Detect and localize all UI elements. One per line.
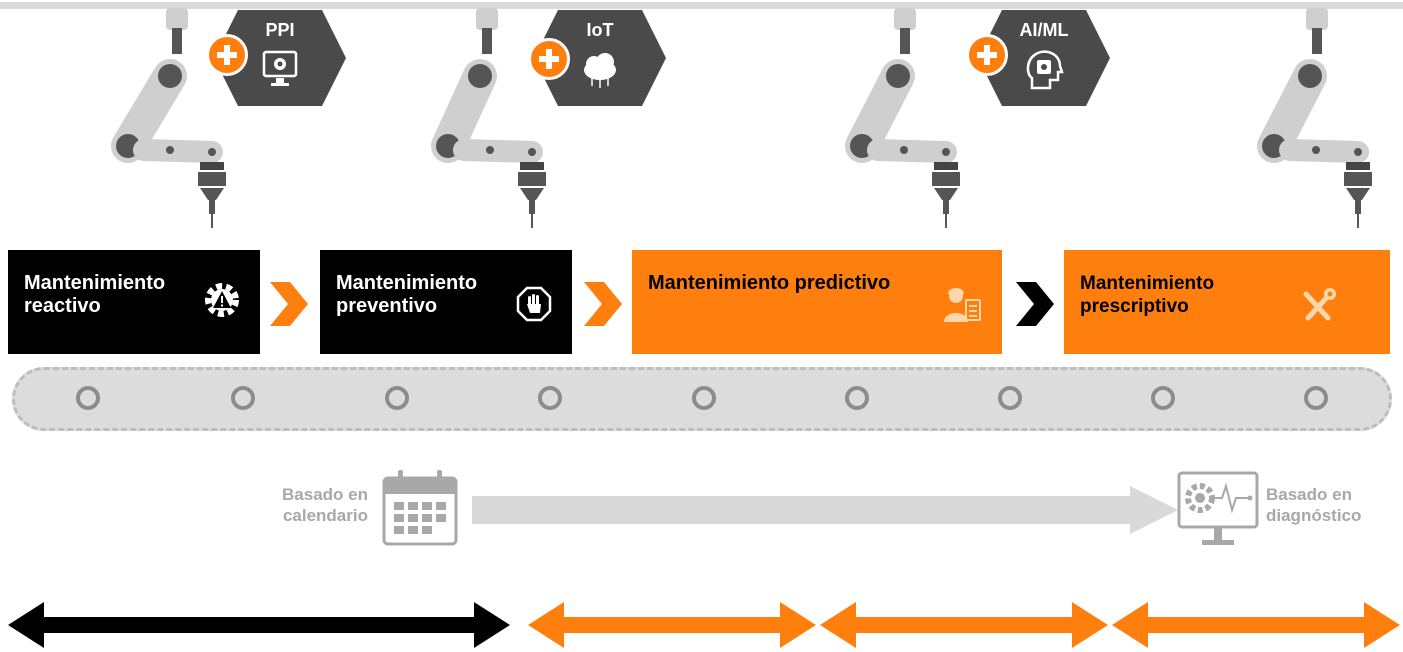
span-arrow-reactive-preventive xyxy=(8,602,510,648)
stage-label: Mantenimiento predictivo xyxy=(648,272,891,294)
plus-icon xyxy=(966,34,1008,76)
monitor-diagnostic-icon xyxy=(1177,471,1259,545)
robot-arm-icon xyxy=(431,8,546,228)
cloud-network-icon xyxy=(584,53,616,88)
roller xyxy=(998,386,1022,410)
badge-iot: IoT xyxy=(534,10,666,106)
roller xyxy=(76,386,100,410)
span-arrow-predictive-1 xyxy=(528,602,816,648)
stage-label: Mantenimiento preventivo xyxy=(336,272,478,317)
chevron-right-icon xyxy=(584,282,622,326)
span-arrow-prescriptive xyxy=(1112,602,1400,648)
roller xyxy=(845,386,869,410)
stage-label: Mantenimiento prescriptivo xyxy=(1080,273,1215,317)
calendar-icon xyxy=(382,470,458,546)
gear-warning-icon xyxy=(205,283,239,317)
robot-arm-icon xyxy=(111,8,226,228)
roller xyxy=(385,386,409,410)
plus-icon xyxy=(528,38,570,80)
robot-arm-icon xyxy=(1257,8,1372,228)
scale-left-label: Basado en calendario xyxy=(282,485,368,525)
wrench-screwdriver-icon xyxy=(1303,288,1336,321)
roller xyxy=(692,386,716,410)
badge-label: IoT xyxy=(586,20,614,40)
plus-icon xyxy=(206,34,248,76)
chevron-right-icon xyxy=(270,282,308,326)
badge-label: AI/ML xyxy=(1019,20,1069,40)
roller xyxy=(1304,386,1328,410)
chevron-right-icon xyxy=(1016,282,1054,326)
span-arrow-predictive-2 xyxy=(820,602,1108,648)
monitor-gear-icon xyxy=(262,50,298,86)
head-chip-icon xyxy=(1026,50,1064,90)
stage-prescriptive: Mantenimiento prescriptivo xyxy=(1064,250,1390,354)
robot-arm-icon xyxy=(845,8,960,228)
badge-aiml: AI/ML xyxy=(978,10,1110,106)
top-rail xyxy=(0,2,1403,9)
stage-reactive: Mantenimiento reactivo xyxy=(8,250,260,354)
roller xyxy=(231,386,255,410)
badge-ppi: PPI xyxy=(214,10,346,106)
scale-arrow xyxy=(472,486,1178,534)
stage-predictive: Mantenimiento predictivo xyxy=(632,250,1002,354)
roller xyxy=(538,386,562,410)
stage-preventive: Mantenimiento preventivo xyxy=(320,250,572,354)
stop-hand-icon xyxy=(516,286,552,322)
stage-label: Mantenimiento reactivo xyxy=(24,272,166,317)
roller xyxy=(1151,386,1175,410)
badge-label: PPI xyxy=(265,20,295,40)
worker-checklist-icon xyxy=(944,288,981,322)
scale-right-label: Basado en diagnóstico xyxy=(1266,485,1362,525)
